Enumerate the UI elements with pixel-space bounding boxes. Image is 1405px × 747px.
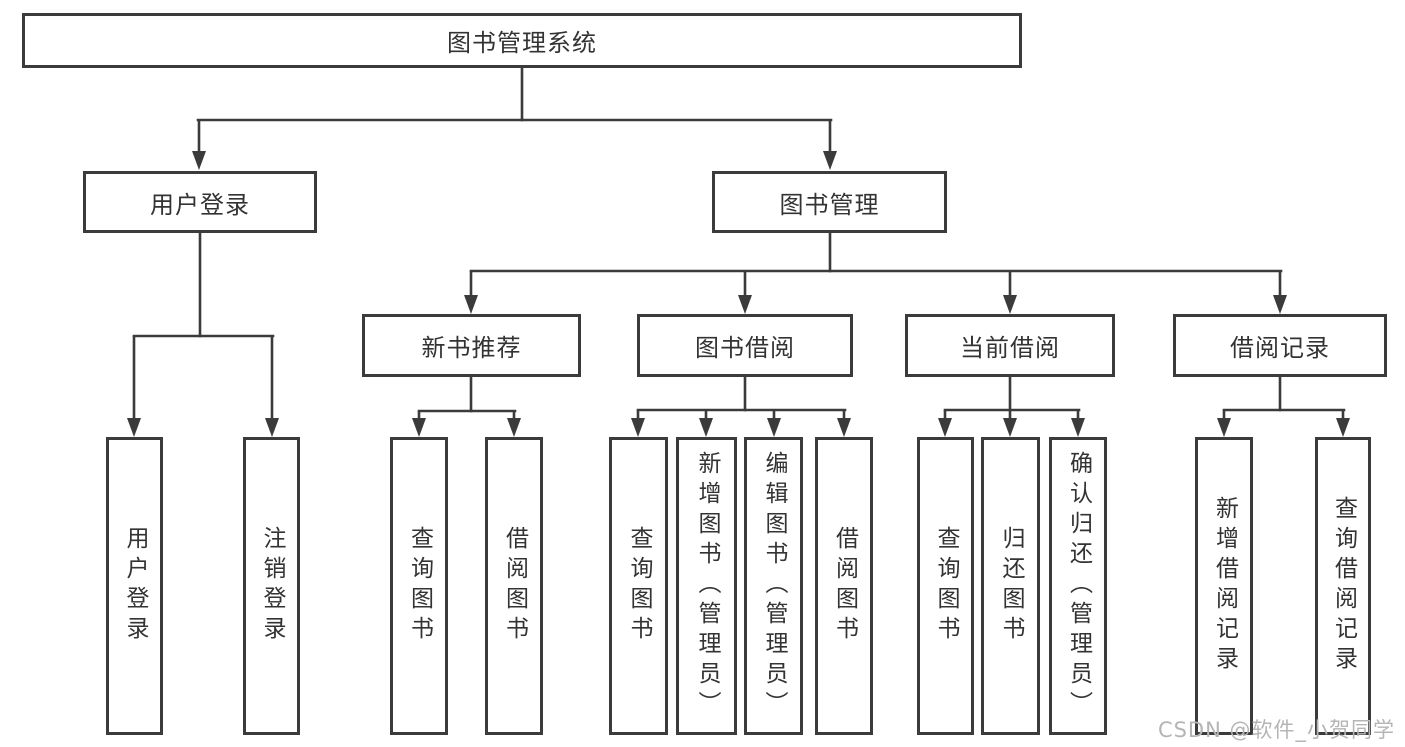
node-library-management-system: 图书管理系统 [22, 13, 1022, 68]
leaf-label: 注销登录 [259, 526, 285, 646]
leaf-newbook-query-books: 查询图书 [390, 437, 448, 735]
leaf-label: 查询图书 [626, 526, 652, 646]
node-label: 图书借阅 [695, 334, 795, 362]
node-new-book-recommendation: 新书推荐 [362, 314, 581, 377]
leaf-logout: 注销登录 [243, 437, 300, 735]
node-borrowing-records: 借阅记录 [1173, 314, 1387, 377]
leaf-current-query-books: 查询图书 [917, 437, 974, 735]
leaf-user-login: 用户登录 [106, 437, 163, 735]
leaf-label: 新增借阅记录 [1211, 496, 1238, 676]
leaf-label: 查询图书 [933, 526, 959, 646]
leaf-label: 借阅图书 [501, 526, 528, 646]
leaf-newbook-borrow-books: 借阅图书 [485, 437, 543, 735]
leaf-label: 借阅图书 [831, 526, 858, 646]
leaf-current-return-books: 归还图书 [981, 437, 1040, 735]
leaf-label: 编辑图书（管理员） [761, 451, 787, 721]
leaf-label: 查询借阅记录 [1330, 496, 1357, 676]
node-book-borrowing: 图书借阅 [637, 314, 853, 377]
node-label: 新书推荐 [421, 334, 522, 362]
leaf-label: 查询图书 [406, 526, 433, 646]
node-label: 图书管理系统 [447, 29, 597, 57]
leaf-label: 归还图书 [998, 526, 1024, 646]
leaf-label: 确认归还（管理员） [1065, 451, 1092, 721]
node-user-login: 用户登录 [83, 171, 317, 233]
leaf-records-add-borrow-record: 新增借阅记录 [1195, 437, 1253, 735]
node-book-management: 图书管理 [712, 171, 947, 233]
node-label: 图书管理 [779, 190, 880, 219]
node-label: 借阅记录 [1230, 334, 1330, 362]
node-current-borrowing: 当前借阅 [905, 314, 1115, 377]
leaf-borrowing-add-books-admin: 新增图书（管理员） [676, 437, 737, 735]
leaf-current-confirm-return-admin: 确认归还（管理员） [1049, 437, 1107, 735]
node-label: 当前借阅 [960, 334, 1060, 362]
leaf-borrowing-edit-books-admin: 编辑图书（管理员） [744, 437, 803, 735]
leaf-label: 用户登录 [122, 526, 148, 646]
watermark-text: CSDN @软件_小贺同学 [1157, 718, 1395, 742]
leaf-borrowing-query-books: 查询图书 [609, 437, 668, 735]
leaf-label: 新增图书（管理员） [694, 451, 720, 721]
leaf-borrowing-borrow-books: 借阅图书 [815, 437, 873, 735]
leaf-records-query-borrow-record: 查询借阅记录 [1315, 437, 1371, 735]
node-label: 用户登录 [150, 190, 250, 219]
